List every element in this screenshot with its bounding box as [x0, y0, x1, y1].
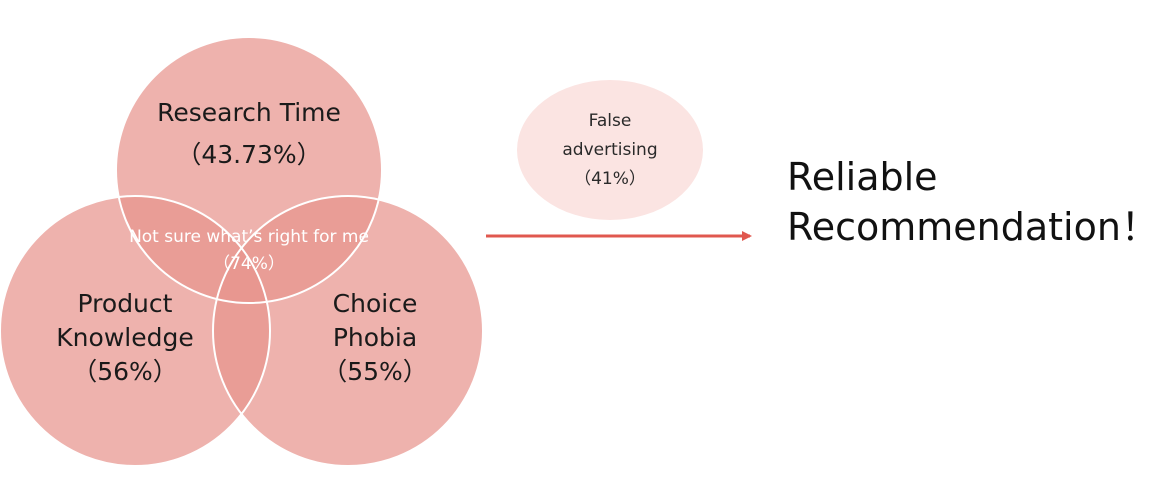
research-time-value: （43.73%）	[176, 140, 322, 169]
headline: Reliable Recommendation！	[787, 152, 1159, 252]
choice-phobia-line2: Phobia	[332, 323, 418, 352]
false-advertising-line2: advertising	[562, 140, 658, 160]
false-advertising-value: （41%）	[574, 169, 646, 189]
false-advertising-line1: False	[588, 111, 632, 131]
overlap-value: （74%）	[213, 254, 285, 274]
product-knowledge-circle	[0, 196, 270, 466]
product-knowledge-value: （56%）	[72, 357, 178, 386]
research-time-outline	[115, 36, 383, 304]
choice-phobia-circle	[213, 196, 483, 466]
headline-line1: Reliable	[787, 155, 938, 199]
headline-line2: Recommendation！	[787, 205, 1159, 249]
product-knowledge-line1: Product	[77, 289, 173, 318]
choice-phobia-line1: Choice	[332, 289, 418, 318]
research-time-title: Research Time	[157, 98, 341, 127]
choice-phobia-value: （55%）	[322, 357, 428, 386]
product-knowledge-outline	[0, 195, 271, 467]
product-knowledge-label: Product Knowledge （56%）	[40, 287, 210, 389]
false-advertising-bubble	[517, 80, 703, 220]
product-knowledge-line2: Knowledge	[56, 323, 194, 352]
choice-phobia-label: Choice Phobia （55%）	[300, 287, 450, 389]
research-time-label: Research Time （43.73%）	[149, 96, 349, 172]
choice-phobia-outline	[212, 195, 484, 467]
overlap-text: Not sure what’s right for me	[129, 227, 369, 247]
false-advertising-label: False advertising （41%）	[540, 107, 680, 194]
overlap-label: Not sure what’s right for me （74%）	[99, 224, 399, 278]
